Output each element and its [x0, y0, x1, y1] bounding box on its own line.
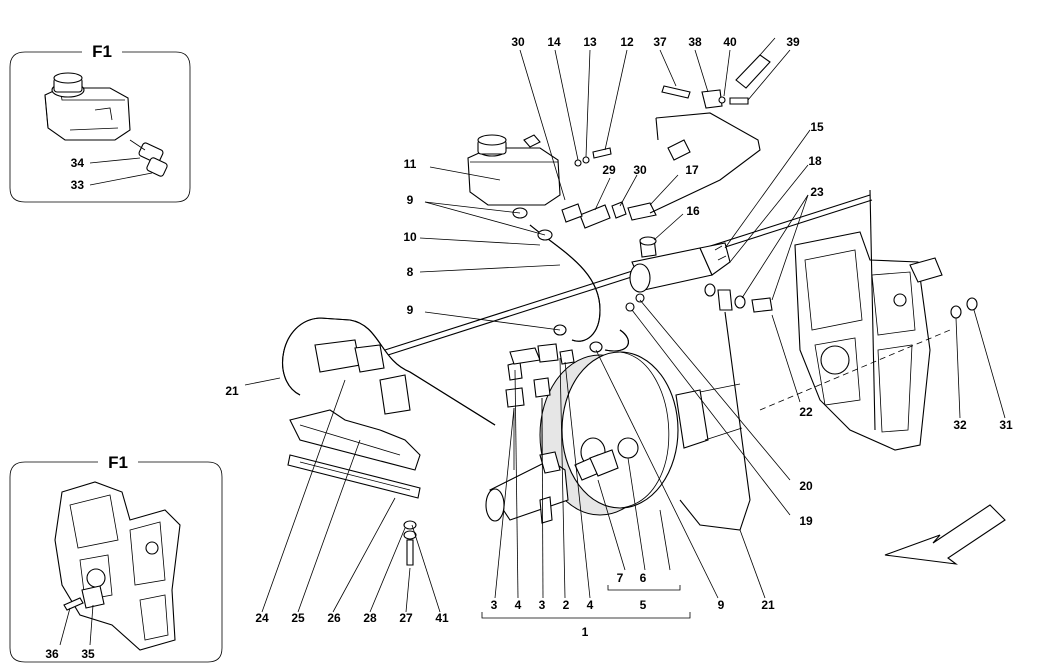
callout-4: 4 — [515, 598, 522, 612]
callout-1: 1 — [582, 625, 589, 639]
callout-15: 15 — [810, 120, 824, 134]
callout-11: 11 — [404, 157, 417, 171]
callout-23: 23 — [810, 185, 824, 199]
callout-24: 24 — [255, 611, 269, 625]
callout-18: 18 — [808, 154, 822, 168]
fluid-reservoir — [467, 134, 561, 206]
callout-29: 29 — [602, 163, 616, 177]
callout-17: 17 — [685, 163, 699, 177]
callout-26: 26 — [327, 611, 341, 625]
inset-f1-pedal-bracket: F1 36 35 — [9, 453, 223, 663]
callout-34: 34 — [71, 156, 85, 170]
callout-16: 16 — [686, 204, 700, 218]
callout-10: 10 — [403, 230, 417, 244]
callout-41: 41 — [435, 611, 449, 625]
inset-title: F1 — [108, 453, 128, 472]
brake-master-cylinder — [485, 451, 569, 524]
inset-title: F1 — [92, 42, 112, 61]
callout-14: 14 — [547, 35, 561, 49]
callout-27: 27 — [399, 611, 413, 625]
callout-25: 25 — [291, 611, 305, 625]
pedal-bracket — [794, 189, 943, 451]
callout-36: 36 — [45, 647, 59, 661]
callout-13: 13 — [583, 35, 597, 49]
mounting-bracket — [287, 409, 421, 566]
callout-37: 37 — [653, 35, 667, 49]
callout-30: 30 — [511, 35, 525, 49]
callout-31: 31 — [999, 418, 1013, 432]
callout-8: 8 — [407, 265, 414, 279]
leader-lines — [244, 49, 1006, 619]
callout-9: 9 — [718, 598, 725, 612]
callout-20: 20 — [799, 479, 813, 493]
callout-4: 4 — [587, 598, 594, 612]
callout-5: 5 — [640, 598, 647, 612]
callout-35: 35 — [81, 647, 95, 661]
callout-30: 30 — [633, 163, 647, 177]
callout-22: 22 — [799, 405, 813, 419]
callout-21: 21 — [225, 384, 239, 398]
reservoir-drawing — [44, 72, 168, 177]
brake-booster — [539, 351, 743, 516]
callout-labels: 30 14 13 12 37 38 40 39 15 11 29 30 17 1… — [225, 35, 1013, 639]
callout-33: 33 — [71, 178, 85, 192]
support-bracket — [282, 317, 496, 426]
callout-32: 32 — [953, 418, 967, 432]
callout-3: 3 — [491, 598, 498, 612]
pedal-bracket-drawing — [54, 481, 181, 651]
callout-38: 38 — [688, 35, 702, 49]
main-assembly — [282, 37, 1006, 566]
callout-9: 9 — [407, 193, 414, 207]
callout-9: 9 — [407, 303, 414, 317]
callout-6: 6 — [640, 571, 647, 585]
callout-12: 12 — [620, 35, 634, 49]
callout-19: 19 — [799, 514, 813, 528]
callout-7: 7 — [617, 571, 624, 585]
direction-arrow-icon — [884, 504, 1006, 565]
clutch-master-cylinder — [629, 236, 731, 293]
callout-39: 39 — [786, 35, 800, 49]
inset-f1-reservoir: F1 34 33 — [9, 42, 191, 203]
callout-2: 2 — [563, 598, 570, 612]
callout-21: 21 — [761, 598, 775, 612]
callout-3: 3 — [539, 598, 546, 612]
callout-40: 40 — [723, 35, 737, 49]
callout-28: 28 — [363, 611, 377, 625]
